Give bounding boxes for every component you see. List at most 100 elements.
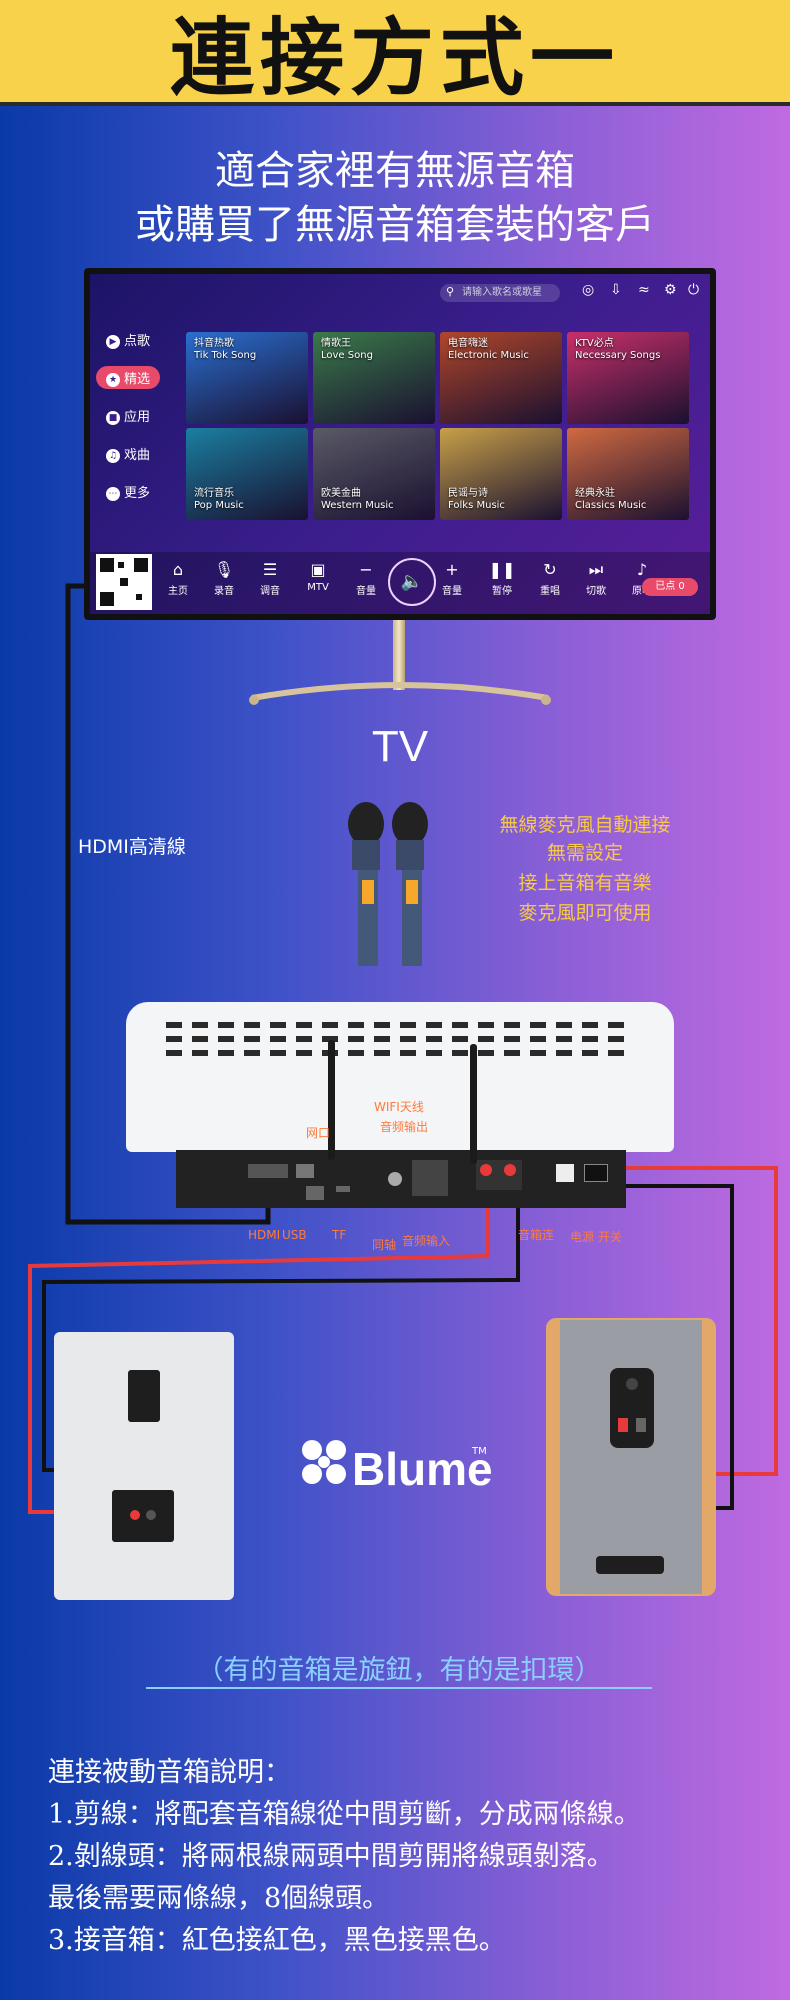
toolbar-button[interactable]: ⌂主页 (156, 560, 200, 597)
vent-slot (166, 1022, 182, 1028)
speaker-note: （有的音箱是旋鈕，有的是扣環） (146, 1648, 652, 1689)
microphone-icon (348, 802, 384, 966)
tile-title: 民谣与诗 (448, 488, 488, 499)
tv-sidebar-item-2[interactable]: ■应用 (106, 406, 150, 425)
mic-note-2: 無需設定 (546, 842, 623, 864)
wifi-icon: ≈ (638, 282, 650, 298)
toolbar-button[interactable]: + 音量 (430, 560, 474, 597)
vent-slot (218, 1050, 234, 1056)
toolbar-label: 音量 (356, 586, 376, 597)
toolbar-button[interactable]: ▣MTV (296, 560, 340, 593)
vent-slot (582, 1050, 598, 1056)
speaker-port (596, 1556, 664, 1574)
toolbar-label: 音量 (442, 586, 462, 597)
speaker-out-label: 音箱连 (518, 1228, 555, 1242)
tile-subtitle: Classics Music (575, 500, 647, 511)
qr-code-icon (100, 558, 148, 606)
power-label: 电源 (570, 1230, 595, 1244)
lan-label: 网口 (306, 1126, 331, 1140)
brand-name: Blume (352, 1443, 493, 1495)
wifi-antenna-right (470, 1044, 477, 1164)
vent-slot (608, 1050, 624, 1056)
vent-slot (296, 1036, 312, 1042)
tv-search-input[interactable]: 请输入歌名或歌星 (440, 284, 560, 302)
toolbar-button[interactable]: ♪原唱 (620, 560, 664, 597)
tile-title: 情歌王 (321, 338, 351, 349)
microphone-icon (392, 802, 428, 966)
tv-sidebar-item-3[interactable]: ♫戏曲 (106, 444, 150, 463)
toolbar-button[interactable]: ⏭切歌 (574, 560, 618, 597)
tile-title: 经典永驻 (575, 488, 615, 499)
toolbar-label: 主页 (168, 586, 188, 597)
vent-slot (296, 1022, 312, 1028)
vent-slot (244, 1022, 260, 1028)
toolbar-button[interactable]: ☰调音 (248, 560, 292, 597)
tv-sidebar-item-1[interactable]: ★精选 (96, 366, 161, 389)
toolbar-button[interactable]: ❚❚暂停 (480, 560, 524, 597)
mic-note-1: 無線麥克風自動連接 (499, 814, 671, 836)
passive-speaker-left (54, 1332, 234, 1600)
tile-subtitle: Necessary Songs (575, 350, 661, 361)
vent-slot (192, 1050, 208, 1056)
speaker-button[interactable]: 🔈 (388, 558, 436, 606)
tv-sidebar-item-4[interactable]: ⋯ 更多 (106, 482, 150, 501)
toolbar-icon: 🎙 (213, 560, 235, 579)
toolbar-icon: ❚❚ (488, 560, 516, 579)
tv-sidebar-item-0[interactable]: ▶点歌 (106, 330, 150, 349)
more-icon: ⋯ (106, 486, 120, 501)
hdmi-cable (65, 583, 271, 1225)
globe-icon[interactable]: ◎ (582, 282, 595, 298)
tile-subtitle: Tik Tok Song (194, 350, 257, 361)
subtitle-line-1: 適合家裡有無源音箱 (215, 148, 575, 194)
download-icon[interactable]: ⇩ (610, 282, 622, 298)
toolbar-label: 调音 (260, 586, 280, 597)
terminal-red (618, 1418, 628, 1432)
vent-slot (608, 1036, 624, 1042)
wifi-label: WIFI天线 (374, 1100, 424, 1114)
tv-screen: 请输入歌名或歌星 ⚲ ◎ ⇩ ≈ ⚙ ⏻ ▶点歌 ★精选 ■应用 ♫戏曲 ⋯更多… (90, 274, 710, 614)
tile-subtitle: Folks Music (448, 500, 505, 511)
toolbar-label: 录音 (214, 586, 234, 597)
toolbar-button[interactable]: −音量 (344, 560, 388, 597)
vent-slot (244, 1050, 260, 1056)
vent-slot (400, 1022, 416, 1028)
power-icon[interactable]: ⏻ (688, 282, 700, 298)
tv-stand-neck (393, 620, 405, 690)
star-icon: ★ (106, 372, 120, 387)
instruction-step-2b: 最後需要兩條線，8個線頭。 (48, 1883, 390, 1914)
vent-slot (374, 1036, 390, 1042)
vent-slot (374, 1050, 390, 1056)
terminal-red (480, 1164, 492, 1176)
vent-slot (400, 1036, 416, 1042)
title-banner: 連接方式一 (0, 0, 790, 107)
vent-slot (426, 1022, 442, 1028)
gear-icon[interactable]: ⚙ (664, 282, 677, 298)
blume-logo-icon (302, 1440, 346, 1484)
queue-badge[interactable]: 已点 0 (642, 578, 698, 596)
vent-slot (322, 1036, 338, 1042)
toolbar-button[interactable]: 🎙 录音 (202, 560, 246, 597)
audio-out-label: 音频输出 (380, 1120, 429, 1134)
ktv-device-body (126, 1002, 674, 1152)
speaker-right-panel (560, 1320, 702, 1594)
toolbar-button[interactable]: ↻重唱 (528, 560, 572, 597)
vent-slot (582, 1022, 598, 1028)
toolbar-icon: ▣ (310, 560, 326, 579)
terminal-red (130, 1510, 140, 1520)
instruction-step-2: 2.剝線頭：將兩根線兩頭中間剪開將線頭剝落。 (48, 1841, 614, 1872)
vent-slot (166, 1036, 182, 1042)
vent-slot (478, 1022, 494, 1028)
vent-slot (530, 1022, 546, 1028)
toolbar-icon: + (445, 560, 459, 579)
tf-port-label: TF (332, 1228, 347, 1242)
rca-ports (412, 1160, 448, 1196)
sidebar-label: 更多 (124, 486, 151, 501)
